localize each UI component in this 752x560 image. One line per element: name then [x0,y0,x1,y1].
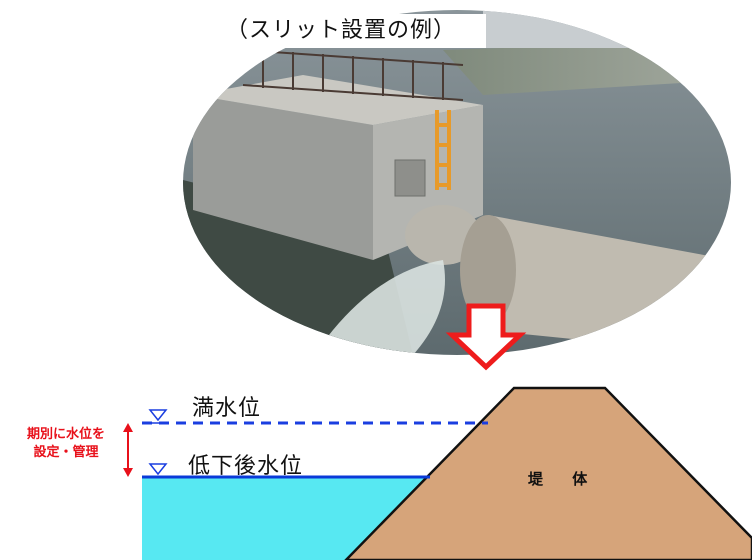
level-management-note: 期別に水位を 設定・管理 [8,426,124,462]
photo-caption: （スリット設置の例） [196,14,486,48]
dam-body [344,386,752,560]
lowered-water-level-label: 低下後水位 [188,454,304,479]
water-splash [313,260,445,355]
slit-example-photo [183,10,731,355]
reservoir-water [142,477,430,560]
concrete-wall-front [193,95,373,260]
large-pipe-mouth [460,215,516,325]
note-line-1: 期別に水位を [26,427,105,442]
range-arrow-up-icon [123,423,133,432]
lowered-level-marker-icon [148,463,168,476]
ladder [435,110,451,190]
dam-body-label: 堤 体 [528,470,600,488]
slit-photo-illustration [183,10,731,355]
full-water-level-label: 満水位 [192,396,262,421]
range-arrow-down-icon [123,468,133,477]
down-arrow [445,303,527,371]
wall-panel [394,159,426,197]
full-level-marker-icon [148,409,168,422]
note-line-2: 設定・管理 [33,445,99,460]
